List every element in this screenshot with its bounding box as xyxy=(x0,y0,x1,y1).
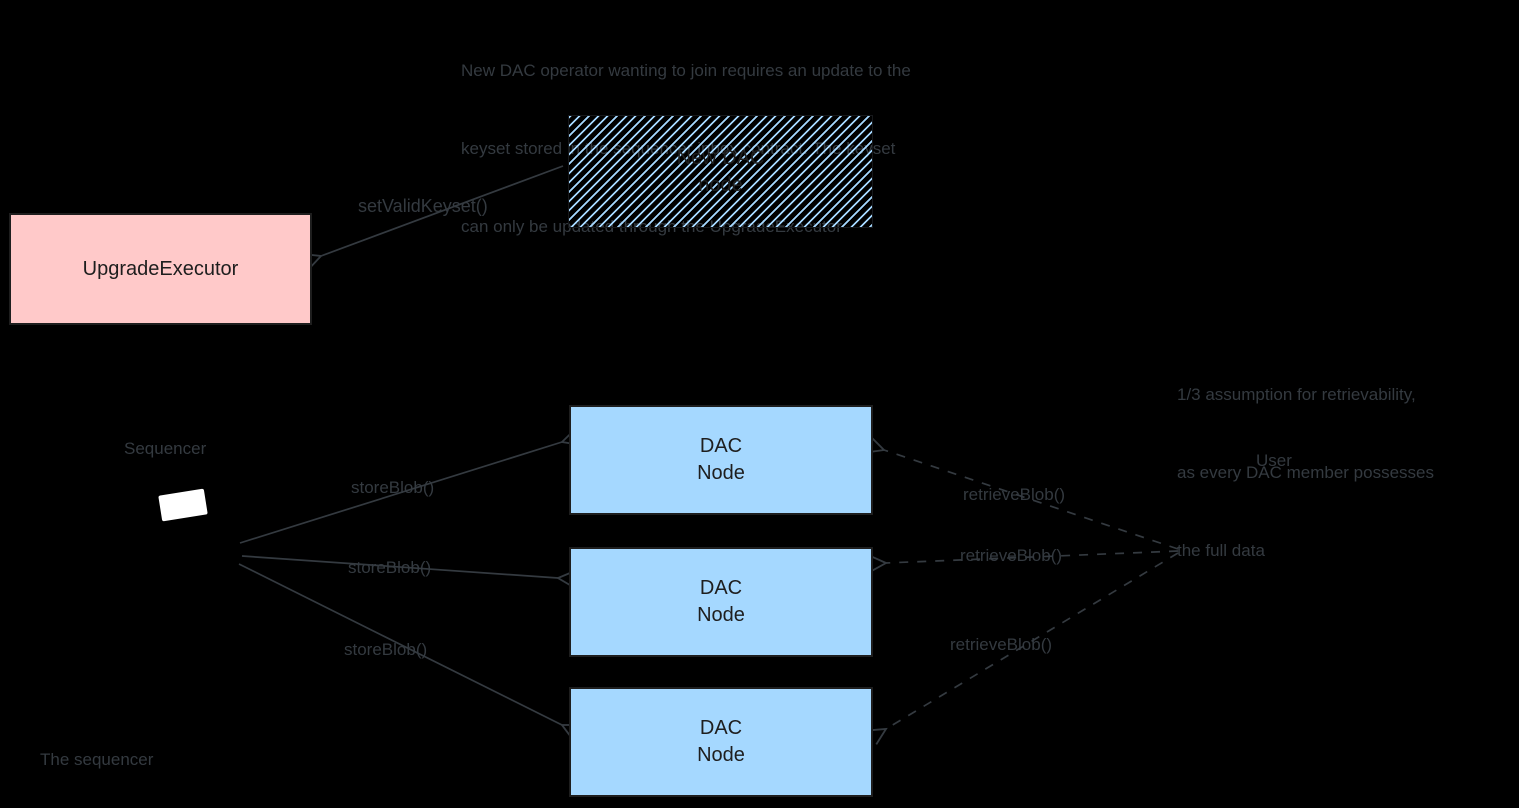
arrow-retrieve-blob-2 xyxy=(869,550,1179,573)
note-retrievability: 1/3 assumption for retrievability, as ev… xyxy=(1177,330,1434,616)
dac-node-2-line2: Node xyxy=(697,604,745,626)
new-dac-node-box: New DAC node xyxy=(568,115,873,228)
new-dac-node-label-line1: New DAC xyxy=(676,146,765,169)
dac-node-1-line2: Node xyxy=(697,462,745,484)
new-dac-node-label-line2: node xyxy=(698,173,743,196)
dac-node-box-1: DAC Node xyxy=(569,405,873,515)
note-retrievability-line2: as every DAC member possesses xyxy=(1177,463,1434,482)
store-blob-label-3: storeBlob() xyxy=(344,640,428,659)
dac-node-box-2: DAC Node xyxy=(569,547,873,657)
arrow-retrieve-blob-1 xyxy=(865,436,1179,550)
user-label: User xyxy=(1256,451,1292,470)
sequencer-label: Sequencer xyxy=(124,439,207,458)
arrow-store-blob-1 xyxy=(239,428,581,544)
store-blob-label-2: storeBlob() xyxy=(348,558,432,577)
retrieve-blob-label-2: retrieveBlob() xyxy=(960,546,1063,565)
note-parallel-send: The sequencer sends full data to all mem… xyxy=(40,700,210,808)
set-valid-keyset-label: setValidKeyset() xyxy=(358,196,488,216)
arrow-store-blob-2 xyxy=(241,555,576,589)
arrow-set-valid-keyset xyxy=(302,165,564,270)
retrieve-blob-label-1: retrieveBlob() xyxy=(963,485,1066,504)
dac-node-3-line2: Node xyxy=(697,744,745,766)
retrieve-blob-label-3: retrieveBlob() xyxy=(950,635,1053,654)
note-keyset-update-line1: New DAC operator wanting to join require… xyxy=(461,61,911,80)
store-blob-label-1: storeBlob() xyxy=(351,478,435,497)
note-retrievability-line3: the full data xyxy=(1177,541,1265,560)
dac-node-1-line1: DAC xyxy=(699,435,743,457)
dac-node-box-3: DAC Node xyxy=(569,687,873,797)
note-retrievability-line1: 1/3 assumption for retrievability, xyxy=(1177,385,1416,404)
upgrade-executor-box: UpgradeExecutor xyxy=(9,213,312,325)
upgrade-executor-label: UpgradeExecutor xyxy=(82,257,239,280)
arrow-store-blob-3 xyxy=(238,563,581,741)
dac-node-3-line1: DAC xyxy=(699,717,743,739)
arrow-retrieve-blob-3 xyxy=(867,552,1179,745)
dac-node-2-line1: DAC xyxy=(699,577,743,599)
note-parallel-send-line1: The sequencer xyxy=(40,750,154,769)
